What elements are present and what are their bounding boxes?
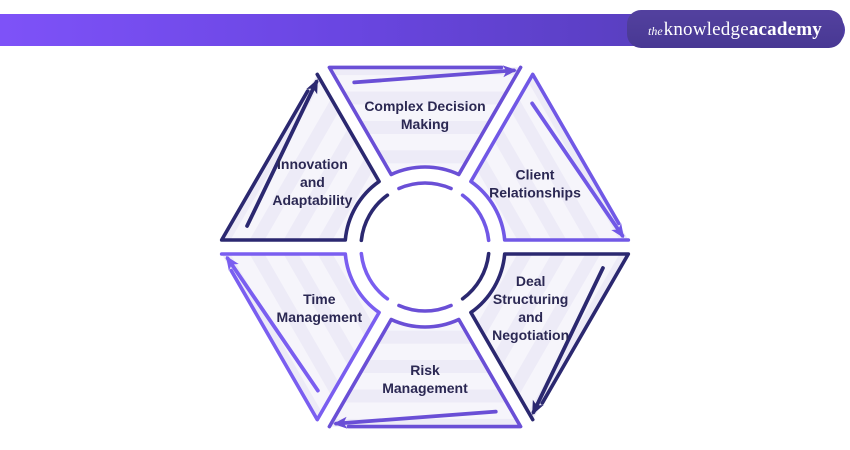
segment-outline-complex-decision-making (327, 65, 523, 177)
inner-arc-risk-management (397, 303, 453, 313)
inner-arc-innovation-and-adaptability (359, 193, 390, 243)
flow-arrow-risk-management (333, 409, 498, 429)
flow-arrow-time-management (225, 255, 320, 393)
flow-arrow-client-relationships (530, 101, 625, 239)
brand-logo: theknowledgeacademy (648, 20, 822, 39)
inner-arc-client-relationships (460, 193, 491, 243)
inner-arc-deal-structuring-and-negotiation (460, 251, 491, 301)
inner-arc-time-management (359, 251, 390, 301)
inner-arc-complex-decision-making (397, 181, 453, 191)
segment-outline-deal-structuring-and-negotiation (469, 252, 631, 422)
segment-outline-time-management (219, 252, 381, 422)
flow-arrow-deal-structuring-and-negotiation (531, 266, 605, 416)
segment-outline-risk-management (327, 317, 523, 429)
flow-arrow-complex-decision-making (352, 65, 517, 85)
segment-outline-innovation-and-adaptability (219, 72, 381, 242)
segment-outline-client-relationships (469, 72, 631, 242)
logo-word-academy: academy (748, 18, 822, 40)
logo-word-knowledge: knowledge (663, 18, 749, 40)
logo-word-the: the (647, 23, 663, 38)
flow-arrow-innovation-and-adaptability (245, 78, 319, 228)
brand-logo-badge: theknowledgeacademy (627, 10, 843, 48)
